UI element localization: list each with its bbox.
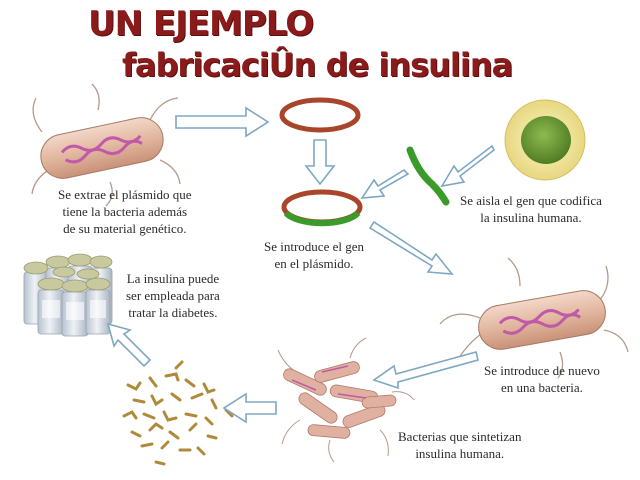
arrow-plasmid-to-bacterium-icon (368, 220, 454, 275)
arrow-gene-to-plasmid-icon (360, 168, 410, 199)
caption-line: insulina humana. (415, 446, 505, 461)
arrow-left-icon (222, 392, 277, 424)
insulin-vials-icon (23, 253, 113, 337)
caption-extract-plasmid: Se extrae el plásmido que tiene la bacte… (58, 186, 192, 237)
caption-synthesize: Bacterias que sintetizan insulina humana… (398, 428, 521, 462)
caption-line: la insulina humana. (480, 210, 582, 225)
caption-line: en una bacteria. (500, 380, 583, 395)
caption-line: Se aisla el gen que codifica (460, 193, 602, 208)
human-cell-icon (504, 99, 586, 181)
caption-line: Bacterias que sintetizan (398, 429, 522, 444)
arrow-right-icon (175, 106, 270, 138)
bacteria-colony-icon (277, 337, 415, 463)
caption-line: La insulina puede (126, 271, 220, 286)
caption-line: Se introduce el gen (264, 239, 364, 254)
caption-isolate-gene: Se aisla el gen que codifica la insulina… (460, 192, 602, 226)
caption-reintroduce: Se introduce de nuevo en una bacteria. (484, 362, 600, 396)
caption-use-insulin: La insulina puede ser empleada para trat… (126, 270, 220, 321)
caption-line: tratar la diabetes. (128, 305, 218, 320)
caption-line: en el plásmido. (274, 256, 354, 271)
caption-line: Se introduce de nuevo (484, 363, 600, 378)
caption-introduce-gene: Se introduce el gen en el plásmido. (264, 238, 364, 272)
arrow-cell-to-gene-icon (440, 144, 496, 188)
arrow-down-icon (304, 139, 336, 186)
insulin-gene-icon (406, 146, 450, 206)
title-line-2: fabricaciÛn de insulina (122, 46, 513, 84)
arrow-up-left-icon (106, 322, 152, 368)
caption-line: Se extrae el plásmido que (58, 187, 192, 202)
plasmid-icon (279, 97, 361, 133)
caption-line: de su material genético. (63, 221, 187, 236)
recombinant-plasmid-icon (281, 189, 363, 227)
bacterium-source-icon (31, 83, 181, 207)
caption-line: tiene la bacteria además (62, 204, 188, 219)
arrow-bacterium-to-colony-icon (372, 351, 479, 390)
insulin-molecules-icon (122, 360, 234, 466)
title-line-1: UN EJEMPLO (88, 4, 314, 44)
bacterium-recombinant-icon (439, 257, 629, 379)
caption-line: ser empleada para (126, 288, 220, 303)
